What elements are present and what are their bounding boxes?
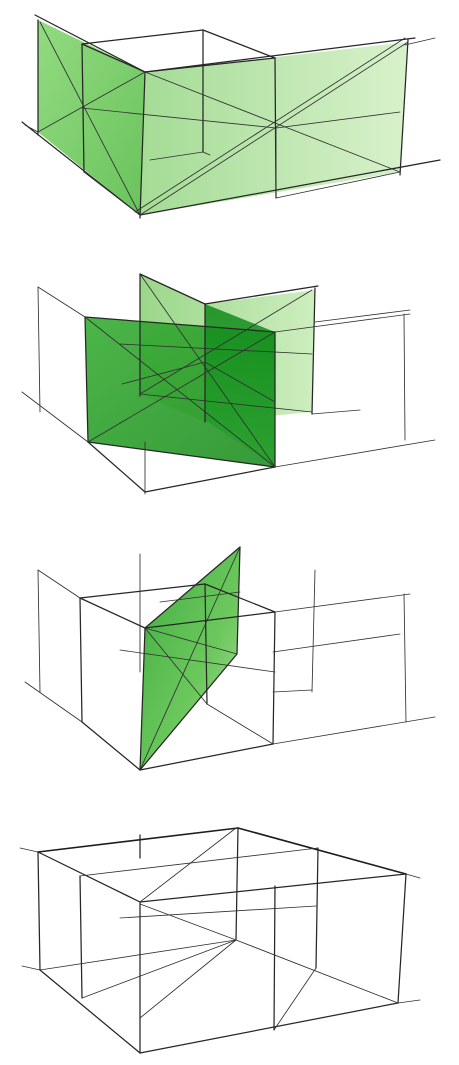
sketch-1-drawing	[0, 0, 459, 250]
sketch-cube-wireframe	[0, 818, 459, 1063]
sketch-cube-two-planes-corner	[0, 0, 459, 250]
sketch-3-drawing	[0, 532, 459, 790]
sketch-cube-two-planes-intersecting	[0, 262, 459, 510]
sketch-4-drawing	[0, 818, 459, 1063]
sketch-4-lines	[20, 828, 420, 1053]
sketch-cube-diagonal-plane	[0, 532, 459, 790]
sketch-2-drawing	[0, 262, 459, 510]
